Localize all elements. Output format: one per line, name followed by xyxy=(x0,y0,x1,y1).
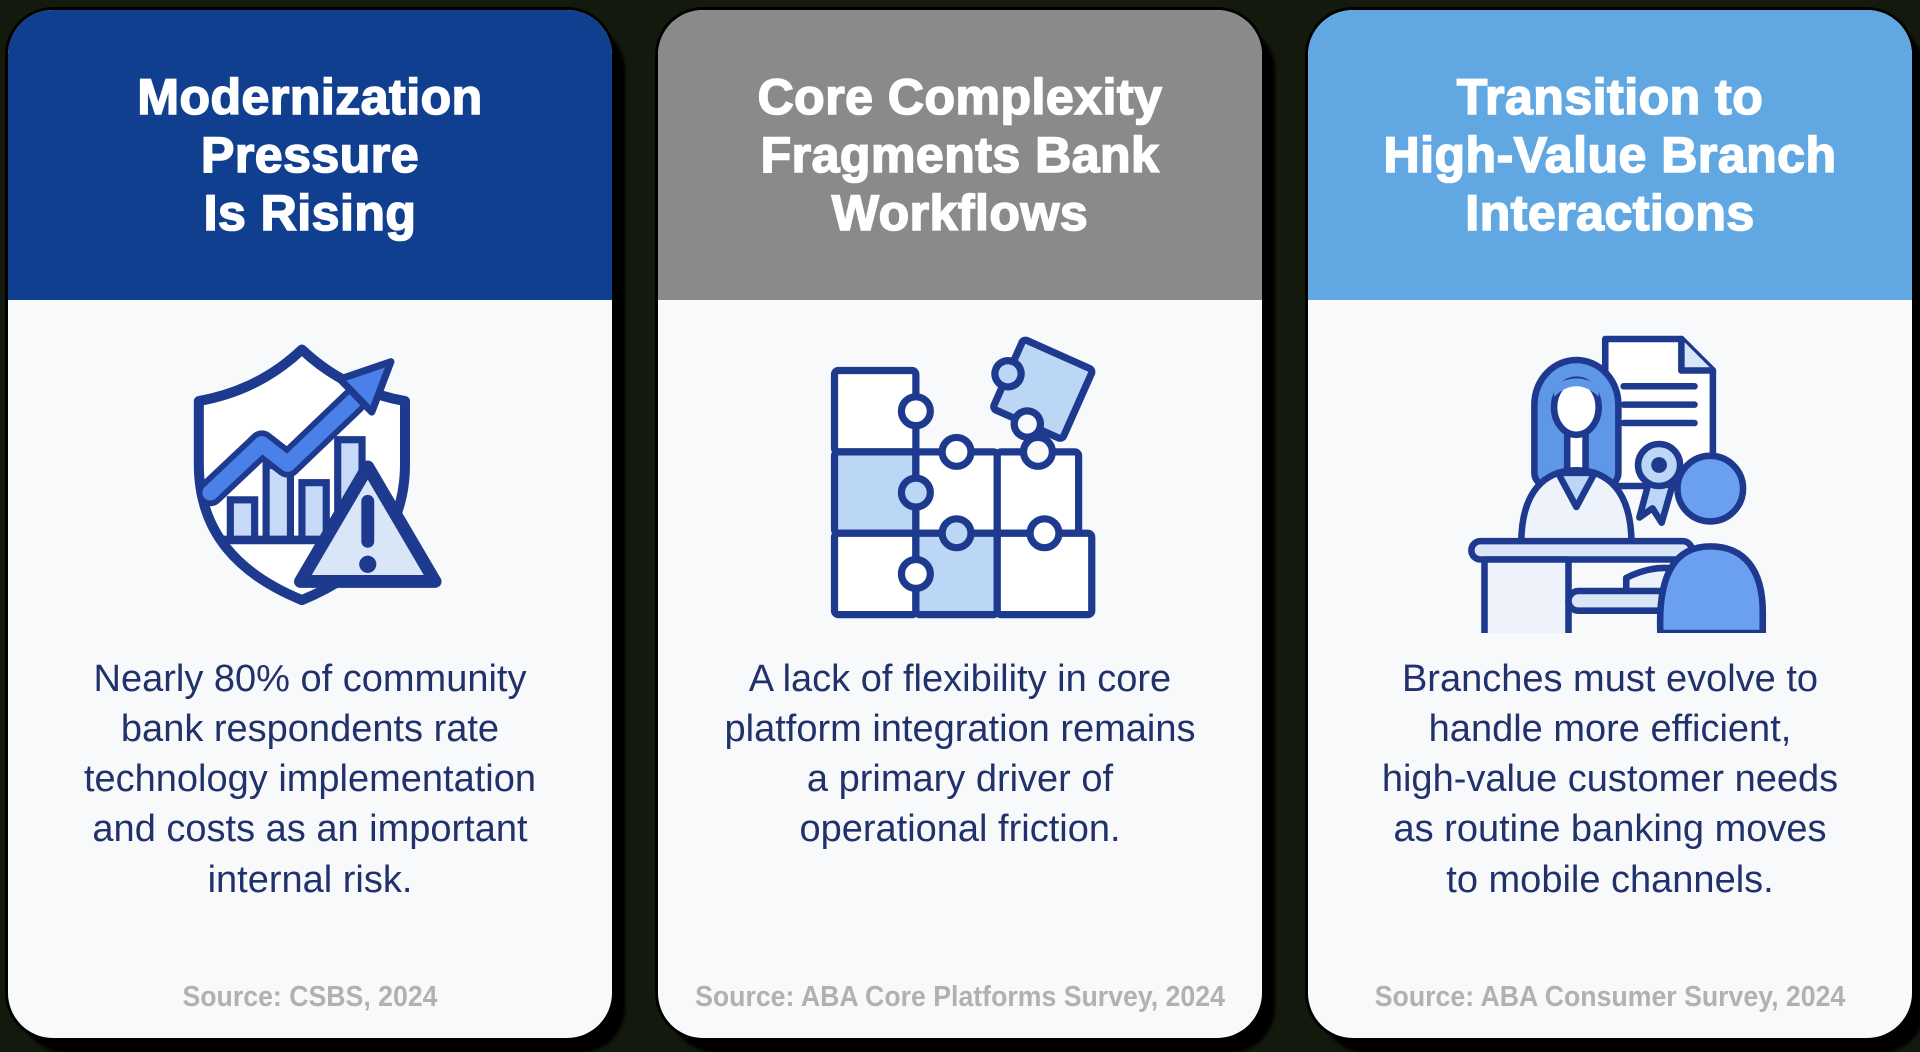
card-modernization-pressure: Modernization Pressure Is Rising Nearly xyxy=(8,10,612,1038)
shield-chart-warning-icon xyxy=(193,343,442,605)
card-source: Source: CSBS, 2024 xyxy=(182,981,438,1013)
card-branch-transition: Transition to High-Value Branch Interact… xyxy=(1308,10,1912,1038)
card-core-complexity: Core Complexity Fragments Bank Workflows xyxy=(658,10,1262,1038)
icon-container xyxy=(1308,300,1912,650)
icon-container xyxy=(658,300,1262,650)
card-body-text: Branches must evolve to handle more effi… xyxy=(1381,658,1839,901)
card-header: Transition to High-Value Branch Interact… xyxy=(1308,10,1912,300)
puzzle-fragmentation-icon xyxy=(830,336,1095,618)
card-body-text: Nearly 80% of community bank respondents… xyxy=(83,658,537,901)
card-header: Core Complexity Fragments Bank Workflows xyxy=(658,10,1262,300)
card-body-text: A lack of flexibility in core platform i… xyxy=(724,658,1196,851)
teller-interaction-icon xyxy=(1467,335,1766,633)
card-header: Modernization Pressure Is Rising xyxy=(8,10,612,300)
card-source: Source: ABA Core Platforms Survey, 2024 xyxy=(695,981,1225,1013)
card-source: Source: ABA Consumer Survey, 2024 xyxy=(1374,981,1846,1013)
card-title: Modernization Pressure Is Rising xyxy=(137,68,483,242)
card-title: Transition to High-Value Branch Interact… xyxy=(1383,68,1837,242)
icon-container xyxy=(8,300,612,650)
card-title: Core Complexity Fragments Bank Workflows xyxy=(757,68,1163,242)
